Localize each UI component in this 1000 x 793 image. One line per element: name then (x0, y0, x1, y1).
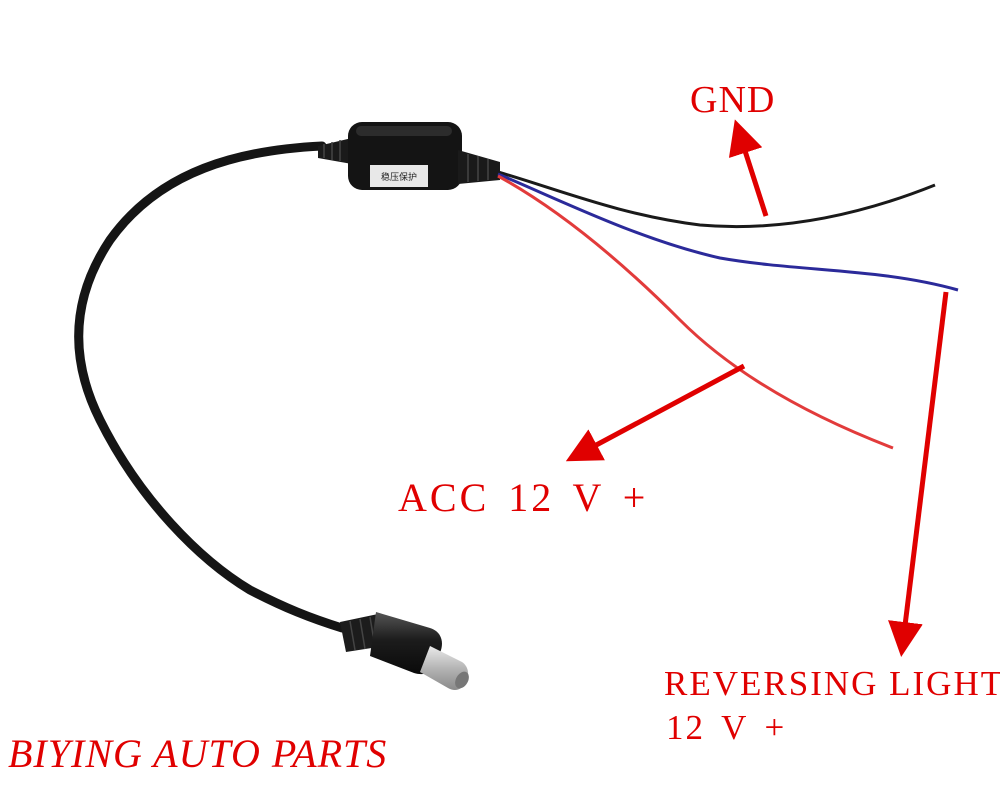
gnd-label: GND (690, 79, 776, 121)
dc-plug (340, 612, 469, 690)
strain-relief-left (318, 138, 352, 164)
red-wire (497, 174, 894, 450)
converter-sticker (370, 165, 428, 187)
acc-label: ACC 12 V + (398, 475, 649, 520)
black-wire (497, 170, 936, 229)
blue-wire (497, 172, 959, 292)
converter-sticker-text: 稳压保护 (381, 171, 417, 183)
reversing-voltage-label: 12 V + (666, 708, 787, 747)
gnd-arrow (728, 119, 769, 217)
reversing-arrow (888, 291, 949, 657)
converter-box: 稳压保护 (348, 122, 462, 190)
strain-relief-right (458, 150, 500, 184)
acc-arrow (565, 363, 746, 462)
main-cable (74, 141, 347, 633)
reversing-light-label: REVERSING LIGHT (664, 664, 1000, 703)
brand-watermark: BIYING AUTO PARTS (8, 731, 388, 776)
